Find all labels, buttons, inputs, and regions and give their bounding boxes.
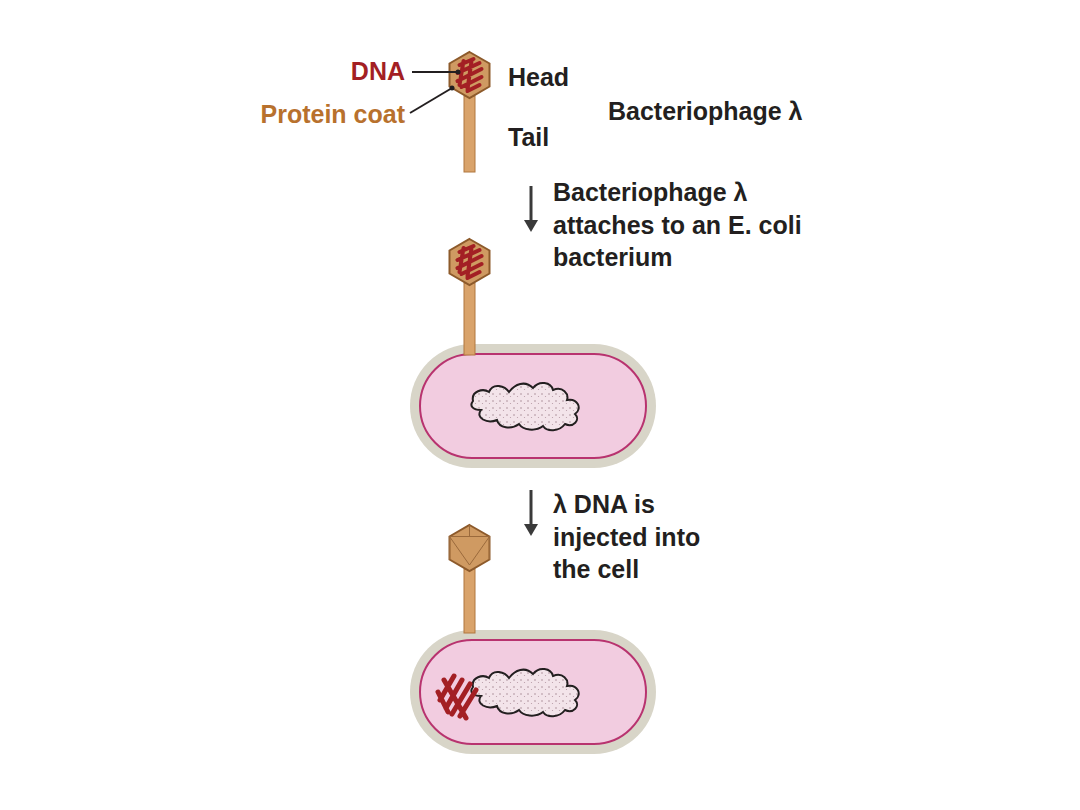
injected-dna — [438, 676, 476, 718]
part-label: Protein coat — [200, 98, 405, 131]
step-arrow — [524, 186, 538, 232]
part-label: DNA — [230, 55, 405, 88]
step-text: λ DNA is injected into the cell — [553, 488, 738, 586]
step-text: Bacteriophage λ attaches to an E. coli b… — [553, 176, 803, 274]
part-label: Head — [508, 61, 628, 94]
bacteriophage-attached — [410, 239, 656, 468]
figure-title: Bacteriophage λ — [608, 95, 868, 128]
step-arrow — [524, 490, 538, 536]
part-label: Tail — [508, 121, 628, 154]
bacteriophage-free — [410, 52, 490, 172]
leader-line — [412, 71, 458, 73]
leader-line — [410, 88, 452, 113]
